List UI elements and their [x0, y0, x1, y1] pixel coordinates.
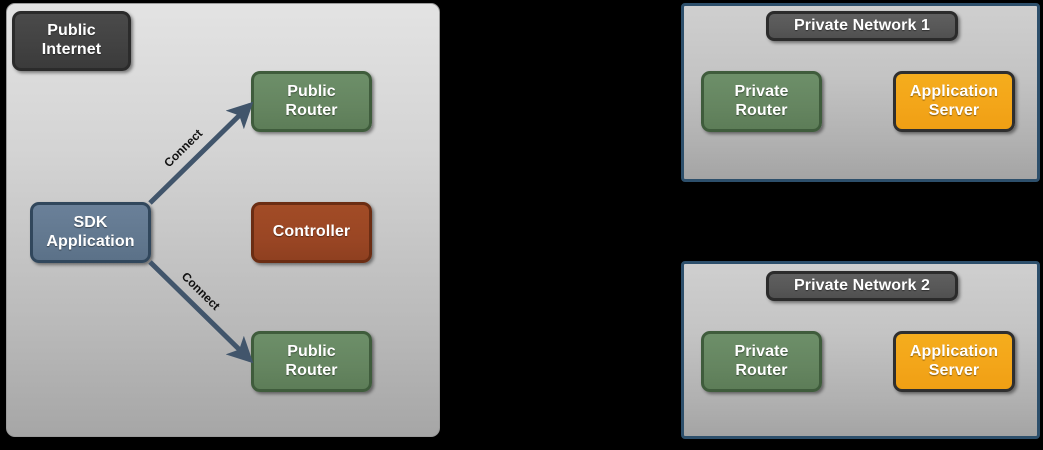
node-public-internet[interactable]: Public Internet [12, 11, 131, 71]
node-private-router-1[interactable]: Private Router [701, 71, 822, 132]
node-private-router-2[interactable]: Private Router [701, 331, 822, 392]
node-controller[interactable]: Controller [251, 202, 372, 263]
node-application-server-1[interactable]: Application Server [893, 71, 1015, 132]
node-public-router-1[interactable]: Public Router [251, 71, 372, 132]
chip-private-network-1[interactable]: Private Network 1 [766, 11, 958, 41]
chip-private-network-2[interactable]: Private Network 2 [766, 271, 958, 301]
node-public-router-2[interactable]: Public Router [251, 331, 372, 392]
node-sdk-application[interactable]: SDK Application [30, 202, 151, 263]
node-application-server-2[interactable]: Application Server [893, 331, 1015, 392]
